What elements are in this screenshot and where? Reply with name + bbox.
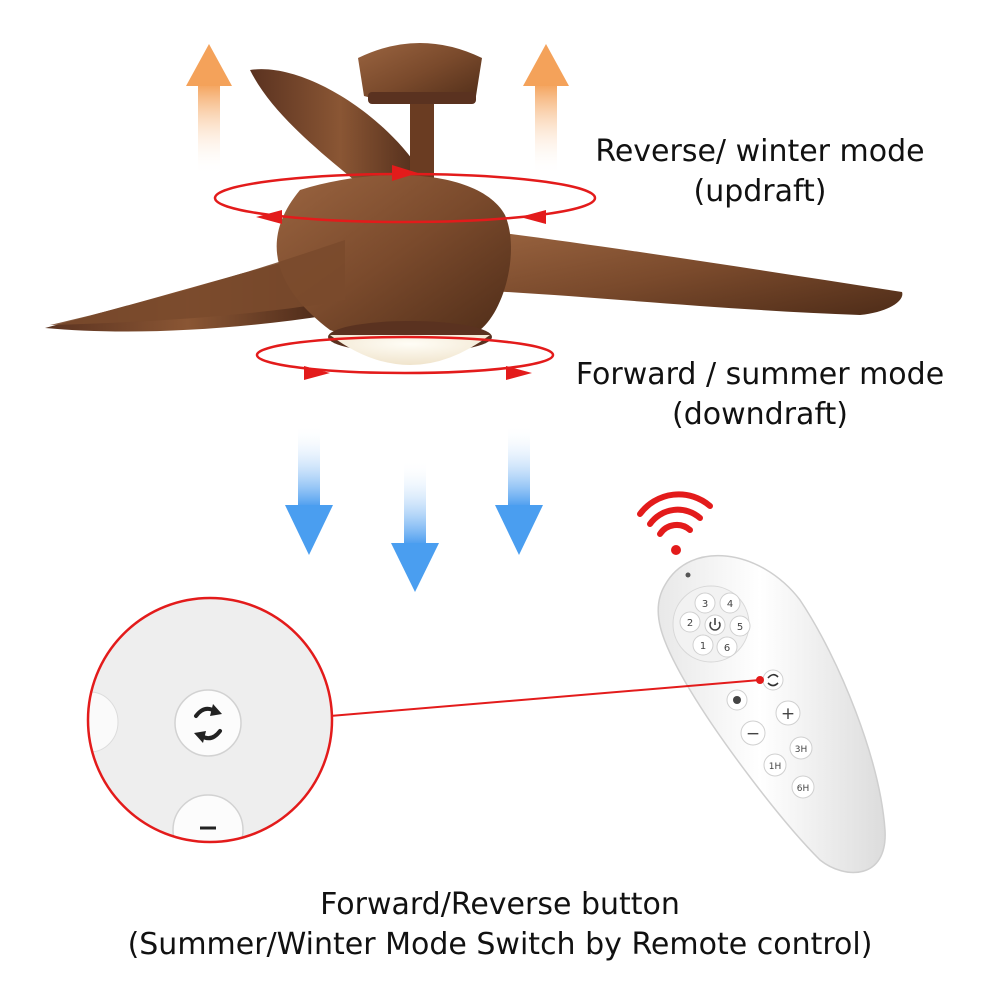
reverse-button-zoomed[interactable] — [174, 689, 242, 757]
speed-button-1[interactable]: 1 — [692, 634, 714, 656]
downdraft-arrow-left — [285, 425, 333, 555]
wireless-signal-icon — [637, 491, 713, 555]
minus-button[interactable]: − — [740, 720, 766, 746]
power-icon — [709, 618, 721, 631]
svg-text:3: 3 — [702, 599, 708, 610]
speed-button-4[interactable]: 4 — [719, 592, 741, 614]
power-button[interactable] — [704, 614, 726, 636]
button-caption-subtitle: (Summer/Winter Mode Switch by Remote con… — [127, 926, 873, 962]
svg-text:4: 4 — [727, 599, 733, 610]
reverse-mode-title: Reverse/ winter mode — [595, 134, 925, 169]
svg-text:−: − — [746, 724, 760, 744]
reverse-arrows-icon — [767, 673, 779, 687]
downdraft-arrow-center — [391, 460, 439, 592]
remote-control — [657, 554, 886, 874]
forward-mode-subtitle: (downdraft) — [672, 396, 848, 432]
speed-button-6[interactable]: 6 — [716, 636, 738, 658]
reverse-mode-subtitle: (updraft) — [693, 173, 827, 209]
svg-text:+: + — [781, 704, 795, 724]
speed-button-3[interactable]: 3 — [694, 592, 716, 614]
timer-1h-button[interactable]: 1H — [763, 753, 787, 777]
reverse-arrowhead-top — [392, 165, 418, 181]
timer-6h-button[interactable]: 6H — [791, 775, 815, 799]
ceiling-fan-illustration — [45, 43, 903, 365]
speed-button-2[interactable]: 2 — [679, 611, 701, 633]
zoom-magnifier — [86, 596, 334, 844]
timer-3h-button[interactable]: 3H — [789, 736, 813, 760]
reverse-arrows-icon-zoomed — [194, 704, 222, 743]
speed-button-5[interactable]: 5 — [729, 615, 751, 637]
downdraft-arrow-right — [495, 425, 543, 555]
bulb-icon — [733, 696, 741, 704]
svg-text:6H: 6H — [797, 784, 810, 794]
svg-text:6: 6 — [724, 643, 730, 654]
button-caption-title: Forward/Reverse button — [320, 887, 680, 922]
forward-arrowhead-left — [304, 366, 330, 380]
svg-text:1: 1 — [700, 641, 706, 652]
callout-dot — [756, 676, 764, 684]
reverse-arrowhead-left — [256, 210, 282, 224]
updraft-arrow-right — [523, 44, 569, 175]
svg-text:2: 2 — [687, 618, 693, 629]
updraft-arrow-left — [186, 44, 232, 175]
svg-text:3H: 3H — [795, 745, 808, 755]
button-caption: Forward/Reverse button (Summer/Winter Mo… — [40, 885, 960, 965]
plus-button[interactable]: + — [775, 700, 801, 726]
reverse-button-small[interactable] — [762, 669, 784, 691]
light-button[interactable] — [726, 689, 748, 711]
forward-mode-caption: Forward / summer mode (downdraft) — [560, 355, 960, 435]
forward-mode-title: Forward / summer mode — [575, 357, 945, 392]
forward-rotation-arrow — [255, 335, 555, 375]
svg-text:1H: 1H — [769, 762, 782, 772]
callout-line — [329, 679, 761, 717]
reverse-mode-caption: Reverse/ winter mode (updraft) — [560, 132, 960, 212]
reverse-arrowhead-right — [520, 210, 546, 224]
svg-text:5: 5 — [737, 622, 743, 633]
forward-arrowhead-right — [506, 366, 532, 380]
